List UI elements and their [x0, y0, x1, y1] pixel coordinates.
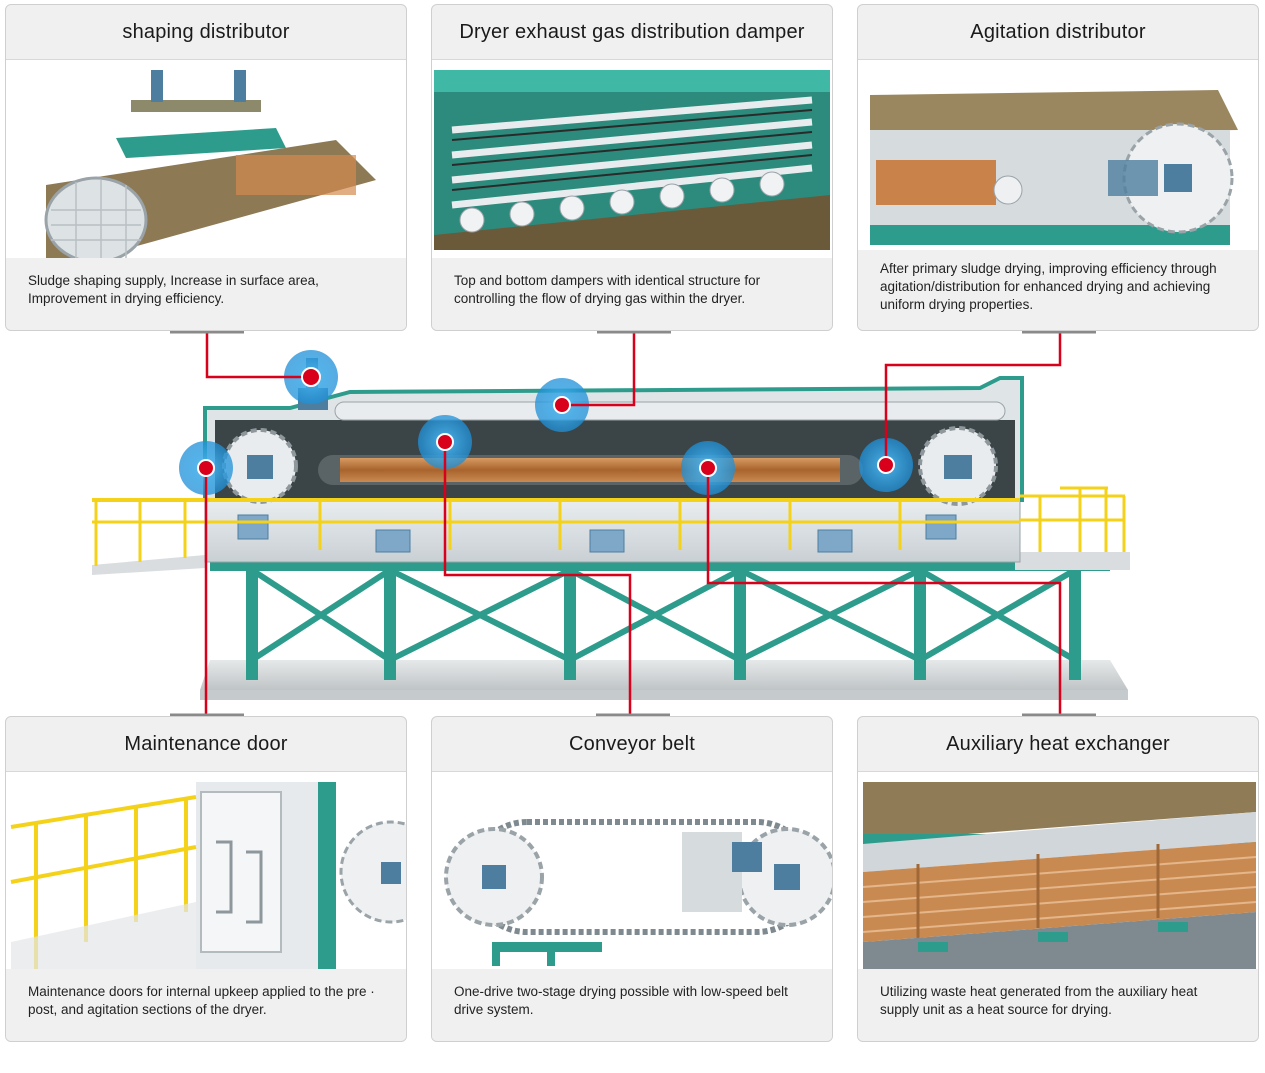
- card-description: Maintenance doors for internal upkeep ap…: [6, 969, 406, 1041]
- shaping-distributor-image: [6, 60, 406, 260]
- card-title: Auxiliary heat exchanger: [858, 717, 1258, 772]
- left-sprocket: [222, 428, 298, 504]
- hotspot-dots: [197, 367, 895, 477]
- exhaust-damper-image: [432, 60, 832, 260]
- right-sprocket: [918, 426, 998, 506]
- card-auxiliary-heat-exchanger: Auxiliary heat exchanger: [857, 716, 1259, 1042]
- leader-lines: [204, 332, 1062, 715]
- support-structure: [210, 561, 1110, 680]
- walkway-deck: [92, 552, 1130, 575]
- connector-tabs: [170, 330, 1096, 717]
- maintenance-door-image: [6, 772, 406, 972]
- card-maintenance-door: Maintenance door Maintenance door: [5, 716, 407, 1042]
- card-conveyor-belt: Conveyor belt One-drive two-stage drying…: [431, 716, 833, 1042]
- card-exhaust-damper: Dryer exhaust gas distribution damper To: [431, 4, 833, 331]
- card-description: Sludge shaping supply, Increase in surfa…: [6, 258, 406, 330]
- card-title: Agitation distributor: [858, 5, 1258, 60]
- card-title: Conveyor belt: [432, 717, 832, 772]
- agitation-distributor-image: [858, 60, 1258, 252]
- safety-railing: [92, 486, 1126, 566]
- card-title: Dryer exhaust gas distribution damper: [432, 5, 832, 60]
- card-shaping-distributor: shaping distributor Sludge shaping suppl…: [5, 4, 407, 331]
- conveyor-belt-image: [432, 772, 832, 972]
- card-description: One-drive two-stage drying possible with…: [432, 969, 832, 1041]
- card-title: Maintenance door: [6, 717, 406, 772]
- card-description: Top and bottom dampers with identical st…: [432, 258, 832, 330]
- floor-slab: [200, 660, 1128, 700]
- card-agitation-distributor: Agitation distributor After primary slud…: [857, 4, 1259, 331]
- card-description: After primary sludge drying, improving e…: [858, 250, 1258, 330]
- card-title: shaping distributor: [6, 5, 406, 60]
- auxiliary-heat-exchanger-image: [858, 772, 1258, 972]
- card-description: Utilizing waste heat generated from the …: [858, 969, 1258, 1041]
